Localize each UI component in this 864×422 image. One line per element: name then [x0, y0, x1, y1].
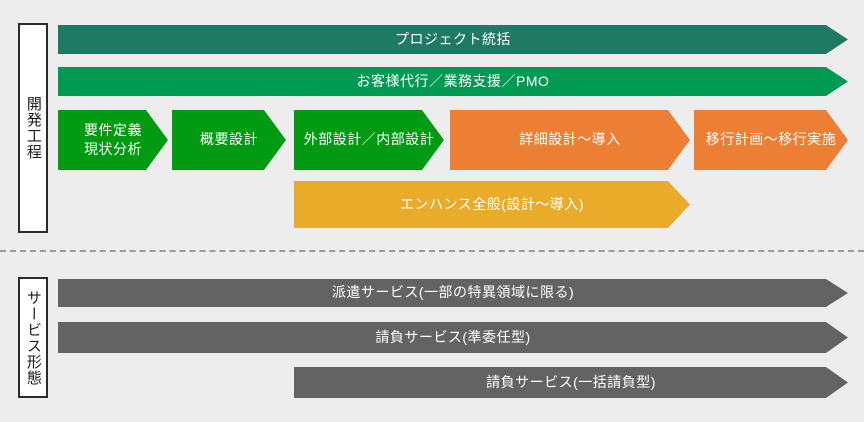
process-arrow-service-type-dispatch: 派遣サービス(一部の特異領域に限る): [58, 279, 848, 307]
process-arrow-development-process-phases-0: 要件定義現状分析: [58, 110, 168, 170]
process-arrow-label: 詳細設計～導入: [519, 131, 621, 148]
process-arrow-label: 概要設計: [200, 131, 258, 148]
process-arrow-label: 請負サービス(一括請負型): [486, 373, 656, 390]
section-label-service-type: サービス形態: [18, 277, 48, 398]
section-label-text: サービス形態: [24, 289, 42, 386]
process-arrow-label: 要件定義現状分析: [84, 122, 142, 157]
process-arrow-development-process-phases-1: 概要設計: [172, 110, 286, 170]
process-arrow-service-type-quasi-mandate: 請負サービス(準委任型): [58, 322, 848, 353]
process-arrow-development-process-customer-agency: お客様代行／業務支援／PMO: [58, 67, 848, 96]
section-label-text: 開発工程: [24, 96, 42, 160]
process-arrow-development-process-phases-2: 外部設計／内部設計: [294, 110, 444, 170]
process-arrow-development-process-phases-3: 詳細設計～導入: [450, 110, 690, 170]
process-arrow-label: エンハンス全般(設計～導入): [399, 195, 585, 212]
process-arrow-development-process-phases-4: 移行計画～移行実施: [694, 110, 848, 170]
section-divider: [0, 250, 864, 252]
process-arrow-development-process-enhancement: エンハンス全般(設計～導入): [294, 181, 690, 228]
process-arrow-label: 派遣サービス(一部の特異領域に限る): [331, 284, 575, 301]
process-arrow-service-type-lump-sum: 請負サービス(一括請負型): [294, 367, 848, 398]
process-arrow-label: 外部設計／内部設計: [303, 131, 435, 148]
process-arrow-label: 請負サービス(準委任型): [375, 328, 531, 345]
process-arrow-development-process-project-management: プロジェクト統括: [58, 25, 848, 54]
section-label-development-process: 開発工程: [18, 23, 48, 233]
process-arrow-label: お客様代行／業務支援／PMO: [356, 72, 550, 89]
process-arrow-label: 移行計画～移行実施: [705, 131, 837, 148]
process-arrow-label: プロジェクト統括: [395, 30, 511, 47]
